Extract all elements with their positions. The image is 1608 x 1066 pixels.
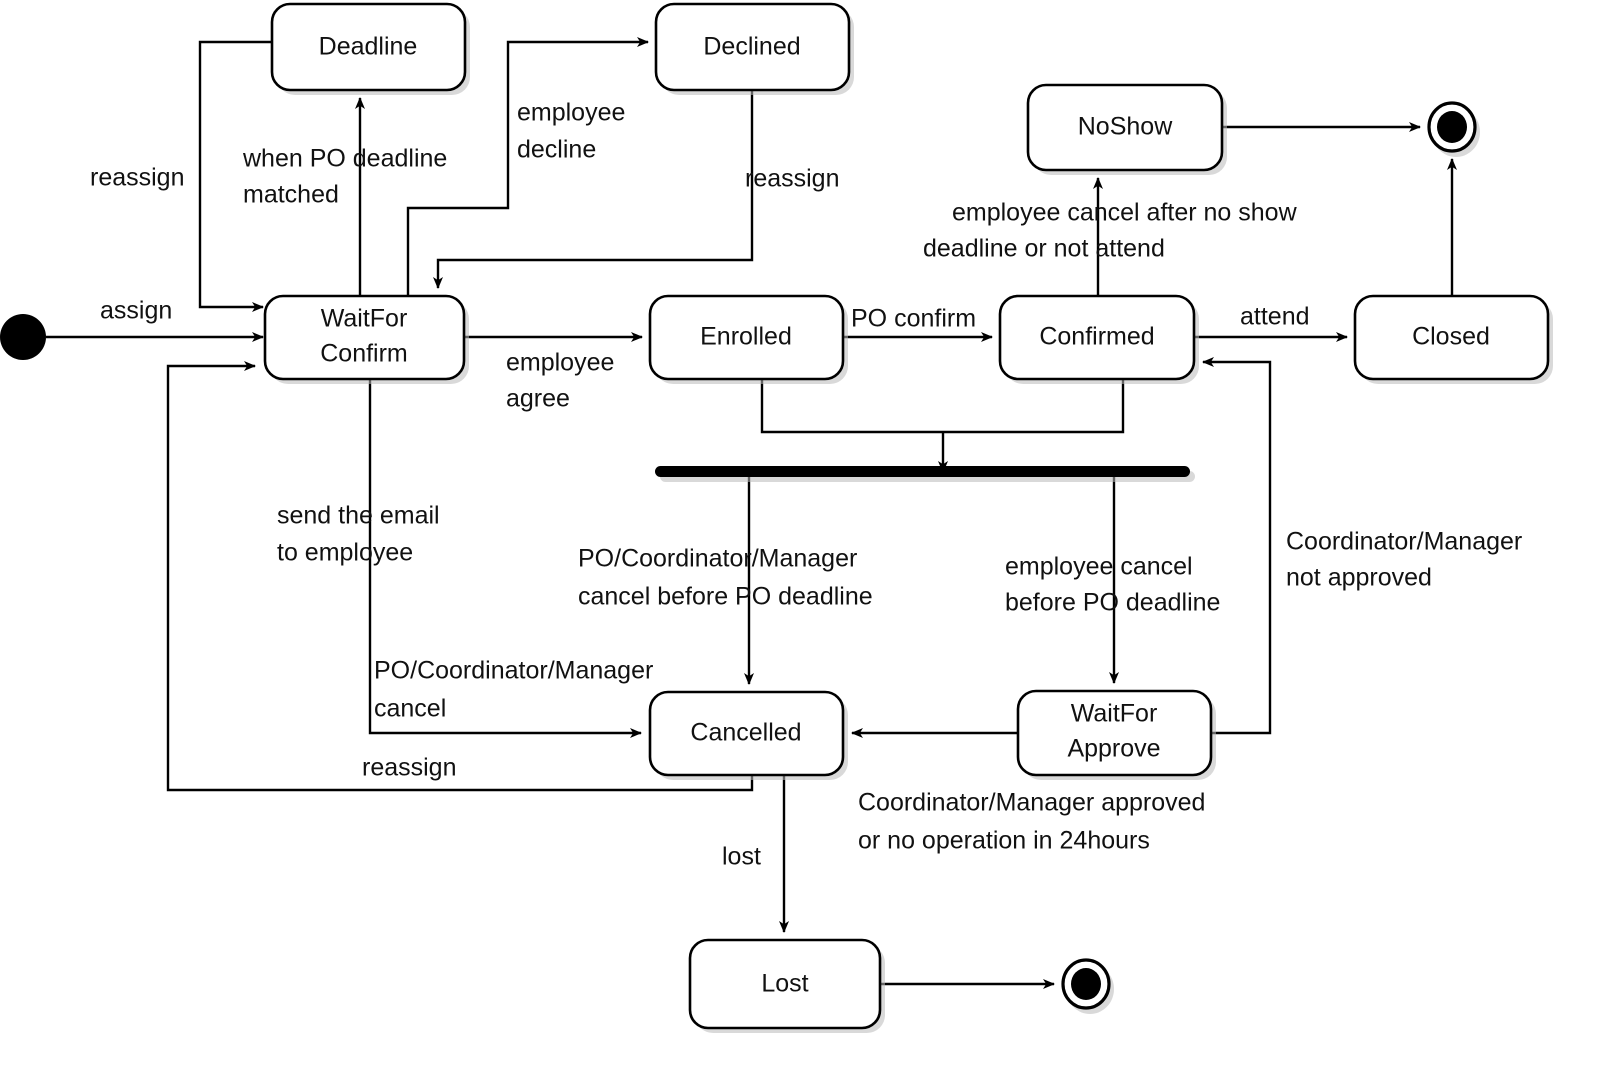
label-attend: attend xyxy=(1240,303,1310,331)
state-enrolled-box xyxy=(648,294,845,381)
final-state-lost-icon xyxy=(1071,968,1101,1000)
transition-labels: assign reassign when PO deadline matched… xyxy=(90,99,1522,871)
label-reassign-deadline: reassign xyxy=(90,164,185,192)
label-employee-agree-line1: employee xyxy=(506,349,614,377)
label-assign: assign xyxy=(100,297,172,325)
pseudo-states xyxy=(0,101,1480,1014)
edge-enrolled-to-fork xyxy=(760,379,1125,434)
label-fork-cancel-line1: PO/Coordinator/Manager xyxy=(578,545,857,573)
state-enrolled[interactable]: Enrolled xyxy=(648,294,848,384)
state-confirmed[interactable]: Confirmed xyxy=(998,294,1199,384)
state-confirmed-label: Confirmed xyxy=(1039,323,1154,351)
state-enrolled-label: Enrolled xyxy=(700,323,792,351)
state-cancelled-box xyxy=(648,690,845,777)
label-po-deadline-line2: matched xyxy=(243,181,339,209)
state-waitforconfirm-box xyxy=(263,294,466,381)
label-reassign-cancelled: reassign xyxy=(362,754,457,782)
state-deadline[interactable]: Deadline xyxy=(270,2,470,95)
state-waitforconfirm[interactable]: WaitFor Confirm xyxy=(263,294,469,384)
state-waitforconfirm-label-line1: WaitFor xyxy=(321,305,408,333)
edge-send-email-cancel xyxy=(368,379,642,738)
label-not-approved-line2: not approved xyxy=(1286,564,1432,592)
label-po-deadline-line1: when PO deadline xyxy=(242,145,447,173)
edge-not-approved xyxy=(1202,357,1272,735)
state-declined[interactable]: Declined xyxy=(654,2,854,95)
state-waitforapprove-label-line2: Approve xyxy=(1067,735,1160,763)
label-po-confirm: PO confirm xyxy=(851,305,976,333)
state-nodes: Deadline Declined NoShow WaitFor Confirm… xyxy=(263,2,1553,1033)
label-employee-agree-line2: agree xyxy=(506,385,570,413)
state-lost-label: Lost xyxy=(761,970,808,998)
label-employee-decline-line1: employee xyxy=(517,99,625,127)
state-deadline-box xyxy=(270,2,467,92)
edge-reassign-deadline xyxy=(198,40,272,312)
state-waitforapprove-label-line1: WaitFor xyxy=(1071,700,1158,728)
label-pcm-cancel-line2: cancel xyxy=(374,695,446,723)
label-noshow-line1: employee cancel after no show xyxy=(952,199,1298,227)
label-fork-cancel-line2: cancel before PO deadline xyxy=(578,583,873,611)
label-approved-line2: or no operation in 24hours xyxy=(858,827,1150,855)
state-waitforapprove[interactable]: WaitFor Approve xyxy=(1016,689,1216,780)
state-noshow-box xyxy=(1026,83,1224,172)
label-noshow-line2: deadline or not attend xyxy=(923,235,1165,263)
state-lost-box xyxy=(688,938,882,1030)
fork-bar xyxy=(655,466,1190,477)
label-lost: lost xyxy=(722,843,761,871)
label-not-approved-line1: Coordinator/Manager xyxy=(1286,528,1522,556)
state-closed-label: Closed xyxy=(1412,323,1490,351)
state-noshow[interactable]: NoShow xyxy=(1026,83,1227,175)
state-deadline-label: Deadline xyxy=(319,33,418,61)
label-fork-approve-line1: employee cancel xyxy=(1005,553,1193,581)
label-approved-line1: Coordinator/Manager approved xyxy=(858,789,1205,817)
state-cancelled-label: Cancelled xyxy=(690,719,801,747)
initial-state-icon xyxy=(0,314,46,360)
label-fork-approve-line2: before PO deadline xyxy=(1005,589,1220,617)
state-lost[interactable]: Lost xyxy=(688,938,885,1033)
state-cancelled[interactable]: Cancelled xyxy=(648,690,848,780)
state-declined-box xyxy=(654,2,851,92)
label-send-email-line1: send the email xyxy=(277,502,440,530)
state-closed-box xyxy=(1353,294,1550,381)
final-state-noshow-icon xyxy=(1437,111,1467,143)
state-waitforapprove-box xyxy=(1016,689,1213,777)
edge-reassign-cancelled xyxy=(166,361,754,792)
label-send-email-line2: to employee xyxy=(277,539,413,567)
label-reassign-declined: reassign xyxy=(745,165,840,193)
state-declined-label: Declined xyxy=(703,33,800,61)
state-noshow-label: NoShow xyxy=(1078,113,1173,141)
label-pcm-cancel-line1: PO/Coordinator/Manager xyxy=(374,657,653,685)
transition-edges xyxy=(46,37,1457,989)
edge-reassign-declined xyxy=(433,90,754,289)
edge-employee-decline xyxy=(406,37,649,296)
state-confirmed-box xyxy=(998,294,1196,381)
label-employee-decline-line2: decline xyxy=(517,136,596,164)
state-closed[interactable]: Closed xyxy=(1353,294,1553,384)
state-waitforconfirm-label-line2: Confirm xyxy=(320,340,408,368)
